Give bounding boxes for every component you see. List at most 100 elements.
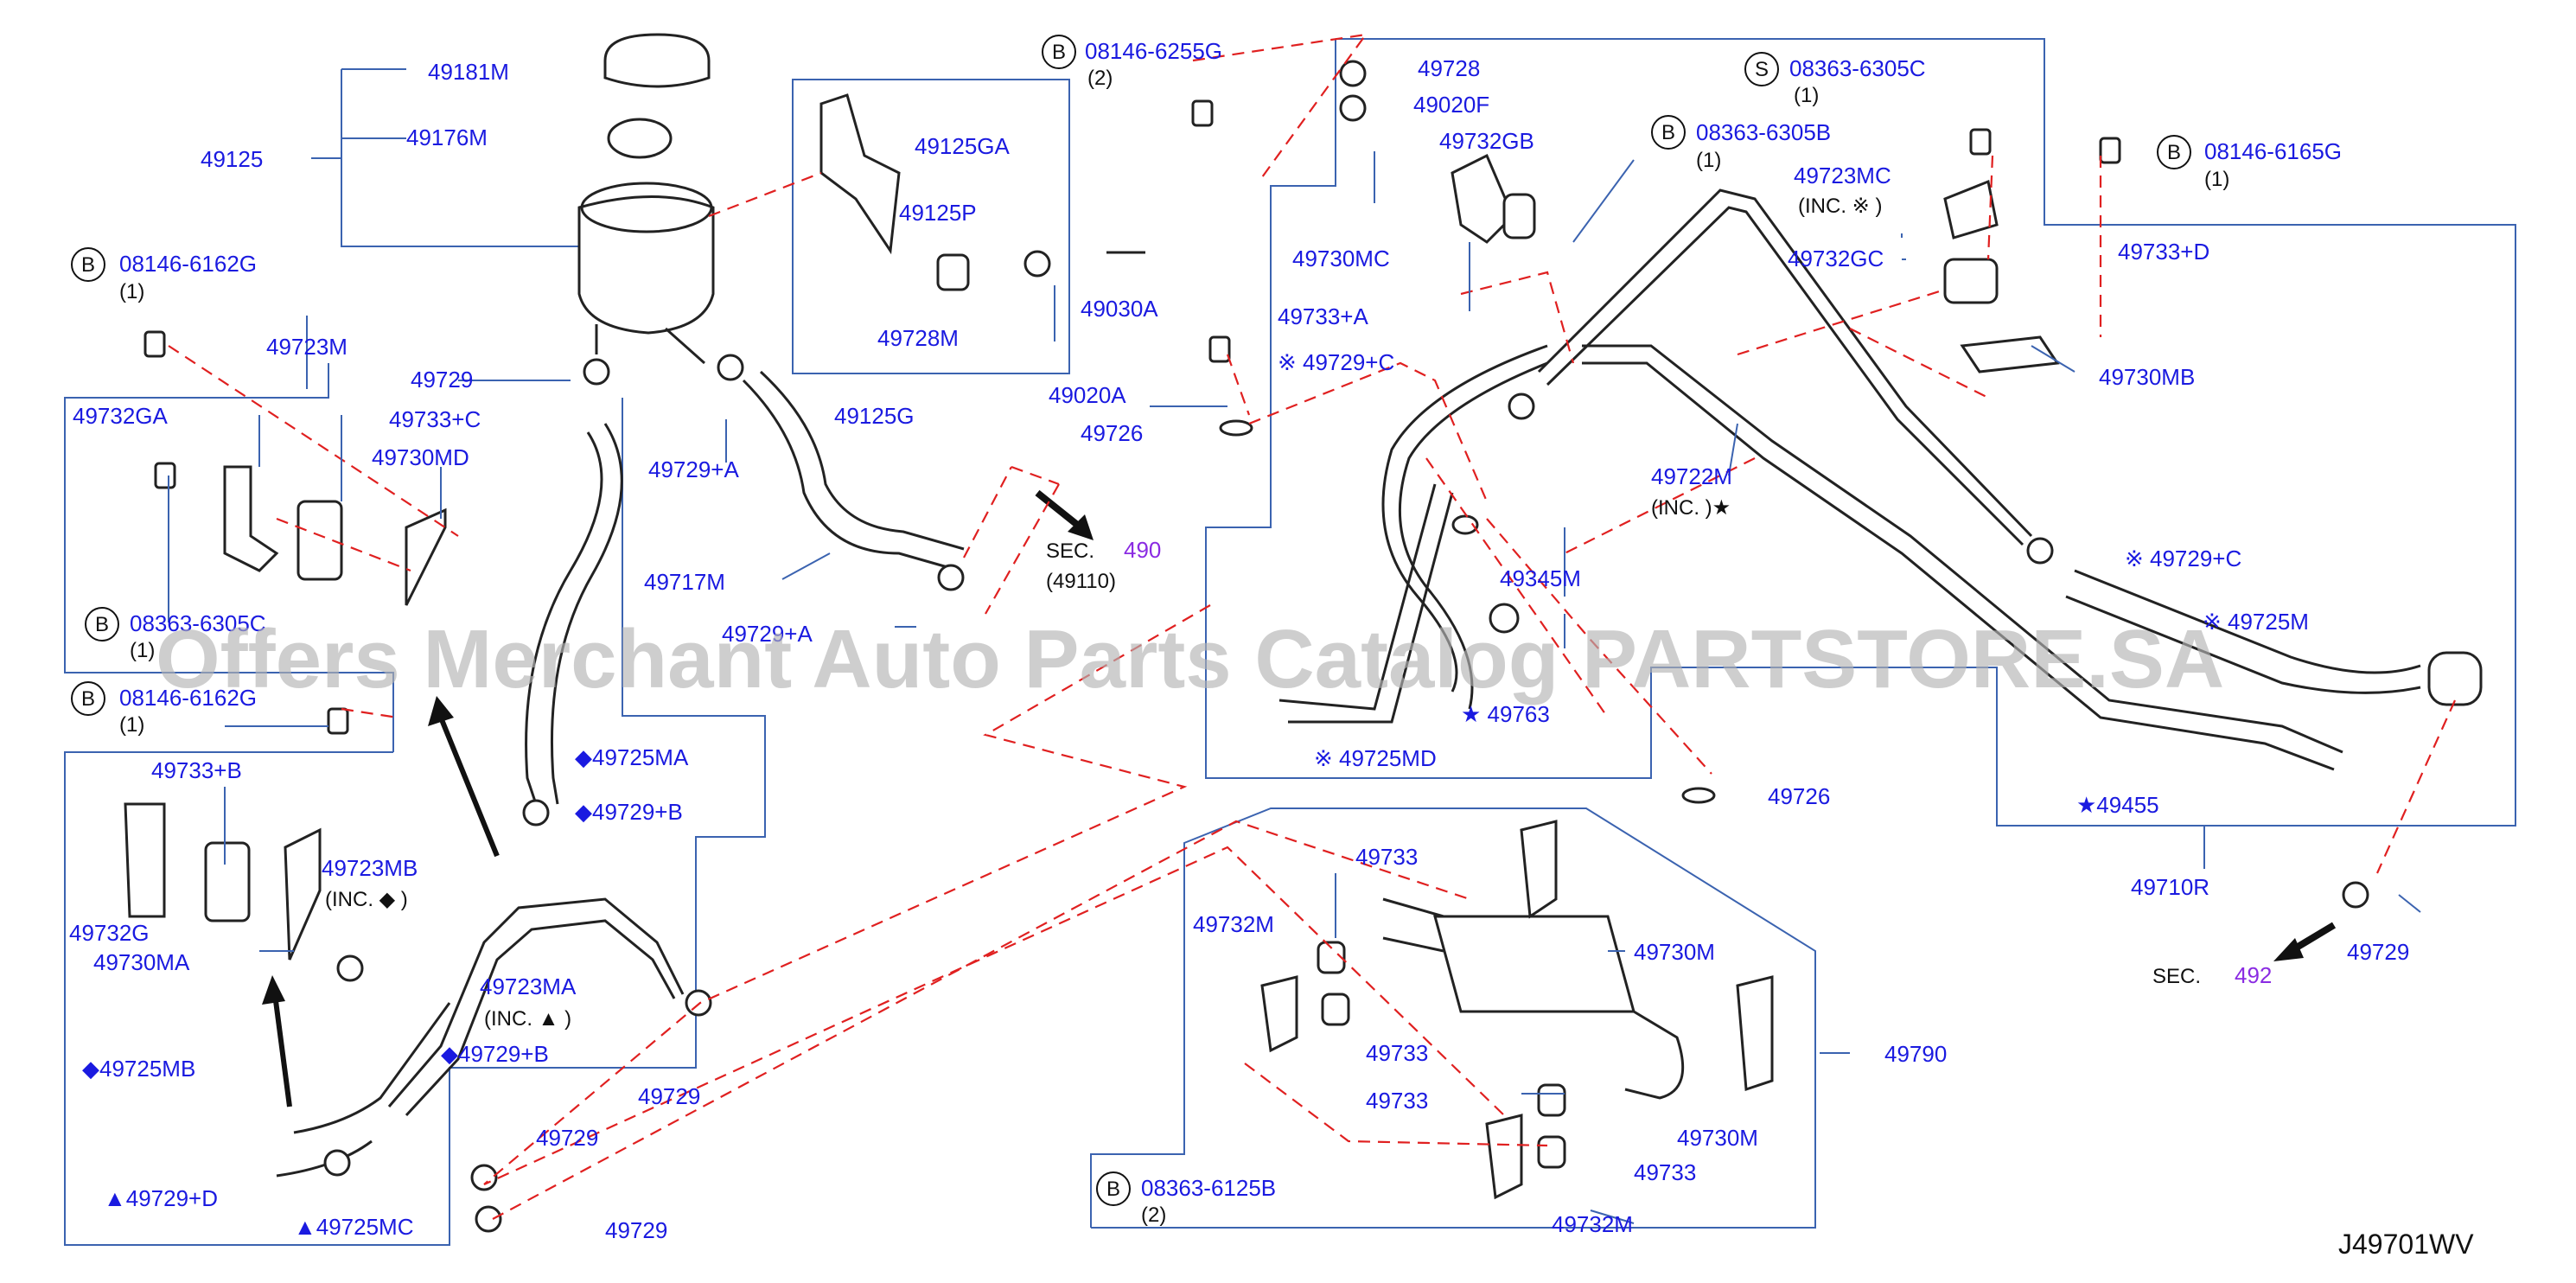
callout-b-6125b: B bbox=[1096, 1171, 1131, 1206]
label-49723MA: 49723MA bbox=[480, 973, 577, 999]
label-49723MB: 49723MB bbox=[322, 855, 418, 881]
label-49730MA: 49730MA bbox=[93, 949, 190, 975]
label-49030A: 49030A bbox=[1081, 296, 1158, 322]
label-49730MD: 49730MD bbox=[372, 444, 469, 470]
label-49723M: 49723M bbox=[266, 334, 348, 360]
left-bracket-set bbox=[124, 465, 447, 961]
label-qty-8: (2) bbox=[1141, 1203, 1166, 1227]
section-ref-490[interactable]: SEC. 490 (49110) bbox=[1046, 537, 1161, 593]
leader-lines bbox=[168, 151, 2421, 1224]
label-49729-e: 49729 bbox=[2347, 939, 2409, 965]
label-08363-6305C-right: 08363-6305C bbox=[1789, 55, 1926, 81]
label-49729-b: 49729 bbox=[536, 1125, 598, 1151]
label-49729-a: 49729 bbox=[411, 367, 473, 393]
label-49730MB: 49730MB bbox=[2099, 364, 2195, 390]
label-49732GA: 49732GA bbox=[73, 403, 169, 429]
label-qty-6: (1) bbox=[1794, 84, 1819, 107]
callout-b-6162g-1: B bbox=[71, 247, 105, 282]
label-49728M: 49728M bbox=[877, 325, 959, 351]
label-49722M-inc: (INC. )★ bbox=[1651, 496, 1731, 520]
label-49345M: 49345M bbox=[1500, 565, 1581, 591]
label-49726-b: 49726 bbox=[1768, 783, 1830, 809]
connection-lines bbox=[168, 33, 2457, 1220]
label-49730M-1: 49730M bbox=[1634, 939, 1715, 965]
label-qty-3: (1) bbox=[119, 713, 144, 737]
section-ref-492[interactable]: SEC. 492 bbox=[2152, 962, 2272, 988]
label-qty-4: (2) bbox=[1087, 67, 1113, 90]
label-49729+D: ▲49729+D bbox=[104, 1185, 218, 1211]
label-49763: ★ 49763 bbox=[1461, 701, 1550, 727]
clamps bbox=[323, 354, 2369, 1233]
label-49729-c: 49729 bbox=[605, 1217, 667, 1243]
callout-b-6255g: B bbox=[1042, 35, 1076, 69]
label-49176M: 49176M bbox=[406, 124, 488, 150]
label-49125P: 49125P bbox=[899, 200, 977, 226]
label-49733-4: 49733 bbox=[1634, 1159, 1696, 1185]
label-49710R: 49710R bbox=[2131, 874, 2209, 900]
callout-b-6162g-2: B bbox=[71, 681, 105, 716]
label-49730MC: 49730MC bbox=[1292, 246, 1390, 271]
label-49125: 49125 bbox=[201, 146, 263, 172]
reservoir-bracket bbox=[819, 93, 1145, 291]
label-49729+A-2: 49729+A bbox=[722, 621, 813, 647]
label-qty-5: (1) bbox=[1696, 149, 1721, 172]
label-49729+C-1: ※ 49729+C bbox=[1278, 349, 1394, 375]
label-08363-6305B: 08363-6305B bbox=[1696, 119, 1831, 145]
svg-text:B: B bbox=[2167, 141, 2181, 164]
svg-text:B: B bbox=[81, 253, 95, 277]
label-49732G: 49732G bbox=[69, 920, 150, 946]
arrows bbox=[262, 489, 2337, 1107]
svg-text:(49110): (49110) bbox=[1046, 570, 1116, 593]
label-49725M: ※ 49725M bbox=[2203, 609, 2309, 635]
label-49732GB: 49732GB bbox=[1439, 128, 1534, 154]
label-49125G: 49125G bbox=[834, 403, 915, 429]
return-hose bbox=[2065, 569, 2483, 706]
label-49733-1: 49733 bbox=[1355, 844, 1418, 870]
label-08146-6162G-1: 08146-6162G bbox=[119, 251, 257, 277]
cooler-assembly bbox=[1260, 820, 1774, 1200]
label-49725MB: ◆49725MB bbox=[82, 1056, 195, 1082]
drawing-code: J49701WV bbox=[2338, 1229, 2474, 1260]
svg-text:SEC.: SEC. bbox=[1046, 539, 1094, 563]
label-49717M: 49717M bbox=[644, 569, 725, 595]
label-49020A: 49020A bbox=[1049, 382, 1126, 408]
callout-s-6305c: S bbox=[1744, 52, 1779, 86]
callout-b-6305b: B bbox=[1651, 115, 1686, 150]
label-49790: 49790 bbox=[1884, 1041, 1947, 1067]
reservoir-tank bbox=[577, 33, 715, 365]
svg-text:492: 492 bbox=[2235, 962, 2272, 988]
label-49020F: 49020F bbox=[1413, 92, 1489, 118]
label-49723MC: 49723MC bbox=[1794, 163, 1891, 188]
main-pressure-tube bbox=[1278, 188, 2343, 771]
label-49733-3: 49733 bbox=[1366, 1088, 1428, 1114]
label-qty-7: (1) bbox=[2204, 168, 2229, 191]
label-qty-2: (1) bbox=[130, 639, 155, 662]
label-49722M: 49722M bbox=[1651, 463, 1732, 489]
svg-text:S: S bbox=[1755, 58, 1769, 81]
label-49732M-1: 49732M bbox=[1193, 911, 1274, 937]
label-49723MB-inc: (INC. ◆ ) bbox=[325, 888, 408, 911]
label-49725MD: ※ 49725MD bbox=[1314, 745, 1437, 771]
callout-b-6165g: B bbox=[2157, 135, 2191, 169]
svg-text:SEC.: SEC. bbox=[2152, 965, 2201, 988]
part-labels: 49181M 49176M 49125 08146-6162G (1) 4972… bbox=[69, 38, 2409, 1243]
svg-text:B: B bbox=[95, 613, 109, 636]
label-qty-1: (1) bbox=[119, 280, 144, 303]
label-49732M-2: 49732M bbox=[1552, 1211, 1633, 1237]
label-49733+A: 49733+A bbox=[1278, 303, 1368, 329]
label-49729-d: 49729 bbox=[638, 1083, 700, 1109]
label-08146-6165G: 08146-6165G bbox=[2204, 138, 2342, 164]
label-49725MA: ◆49725MA bbox=[575, 744, 689, 770]
label-49725MC: ▲49725MC bbox=[294, 1214, 413, 1240]
label-49729+A-1: 49729+A bbox=[648, 456, 739, 482]
svg-text:B: B bbox=[81, 687, 95, 711]
svg-text:B: B bbox=[1661, 121, 1675, 144]
suction-hose bbox=[742, 370, 965, 572]
label-49125GA: 49125GA bbox=[915, 133, 1011, 159]
small-parts bbox=[143, 60, 2121, 804]
label-49732GC: 49732GC bbox=[1788, 246, 1884, 271]
watermark: Offers Merchant Auto Parts Catalog PARTS… bbox=[156, 613, 2224, 705]
label-49729+C-2: ※ 49729+C bbox=[2125, 546, 2241, 571]
label-49730M-2: 49730M bbox=[1677, 1125, 1758, 1151]
